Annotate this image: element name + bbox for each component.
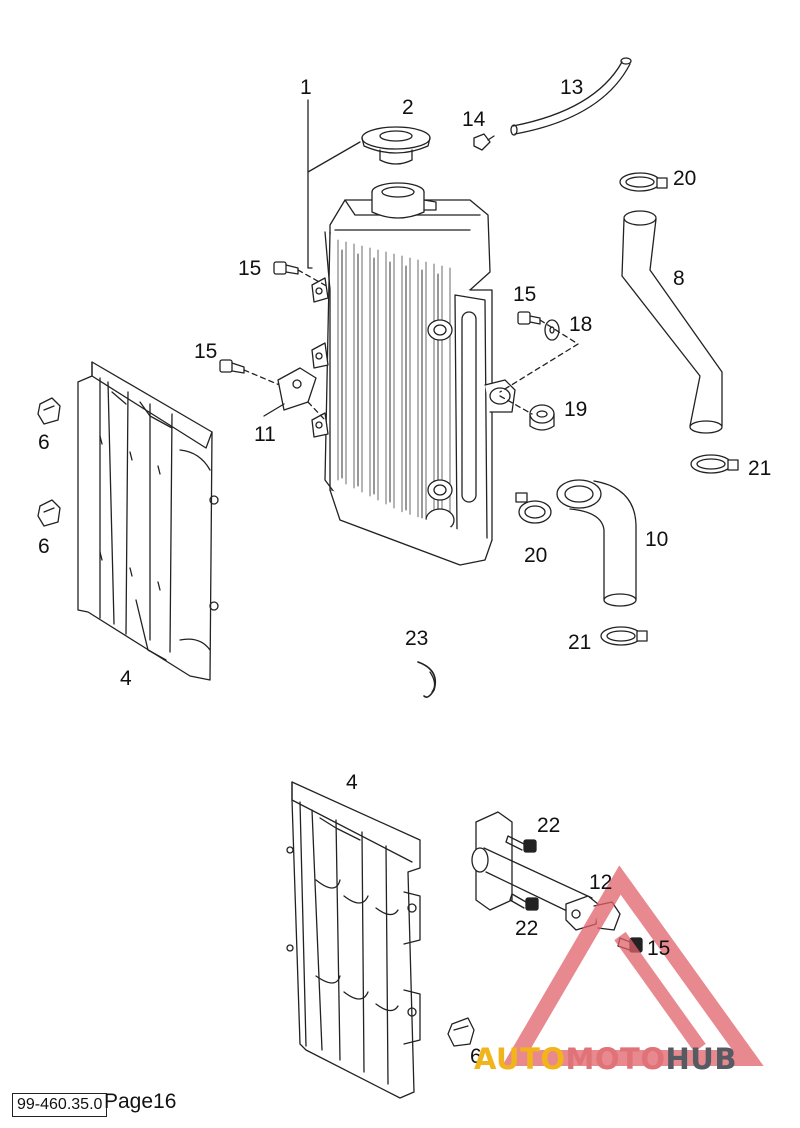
clamp-part-21-bottom [600,626,648,646]
bolt-part-22-b [509,893,539,911]
callout-label: 6 [470,1045,482,1068]
callout-label: 15 [238,257,262,280]
callout-label: 22 [515,917,539,940]
clip-part-6-a [37,397,61,425]
callout-label: 13 [560,76,584,99]
bracket-part-11 [277,367,326,421]
hose-part-13 [512,61,623,127]
watermark-part-auto: AUTO [474,1042,566,1076]
callout-label: 4 [346,771,358,794]
shroud-part-4-lower [286,781,421,1099]
callout-label: 15 [194,340,218,363]
callout-label: 11 [254,423,276,446]
clamp-part-20-mid [515,492,552,524]
clip-part-6-c [447,1017,475,1047]
callout-label: 15 [513,283,537,306]
fitting-part-14 [473,133,495,151]
radiator-part-1 [311,182,516,566]
radiator-cap-part-2 [361,126,431,165]
page-label: Page16 [104,1090,177,1113]
grommet-part-19 [529,404,555,431]
callout-label: 12 [589,871,613,894]
clamp-part-21-right [690,454,739,474]
callout-label: 18 [569,313,593,336]
bolt-part-15-b [517,311,541,325]
callout-label: 21 [748,457,772,480]
callout-label: 23 [405,627,429,650]
bolt-part-22-a [505,835,537,853]
watermark-part-hub: HUB [665,1042,737,1076]
hose-part-8 [621,210,723,434]
watermark-part-moto: MOTO [565,1042,666,1076]
callout-label: 1 [300,76,312,99]
callout-label: 10 [645,528,669,551]
callout-label: 20 [673,167,697,190]
watermark-text: AUTOMOTOHUB [474,1042,737,1076]
callout-label: 6 [38,535,50,558]
callout-label: 19 [564,398,588,421]
callout-label: 6 [38,431,50,454]
hose-part-10 [556,479,637,607]
shroud-part-4-upper [77,361,219,681]
circlip-part-23 [417,661,437,698]
callout-label: 14 [462,108,486,131]
drawing-code: 99-460.35.0 [12,1093,108,1117]
callout-label: 4 [120,667,132,690]
bolt-part-15-a [273,261,299,275]
callout-label: 8 [673,267,685,290]
bolt-part-15-c [219,359,245,374]
callout-label: 15 [647,937,671,960]
callout-label: 22 [537,814,561,837]
callout-label: 21 [568,631,592,654]
callout-label: 2 [402,96,414,119]
clamp-part-20-top [619,172,668,192]
clip-part-6-b [37,499,61,527]
watermark-triangle [502,865,764,1066]
callout-label: 20 [524,544,548,567]
